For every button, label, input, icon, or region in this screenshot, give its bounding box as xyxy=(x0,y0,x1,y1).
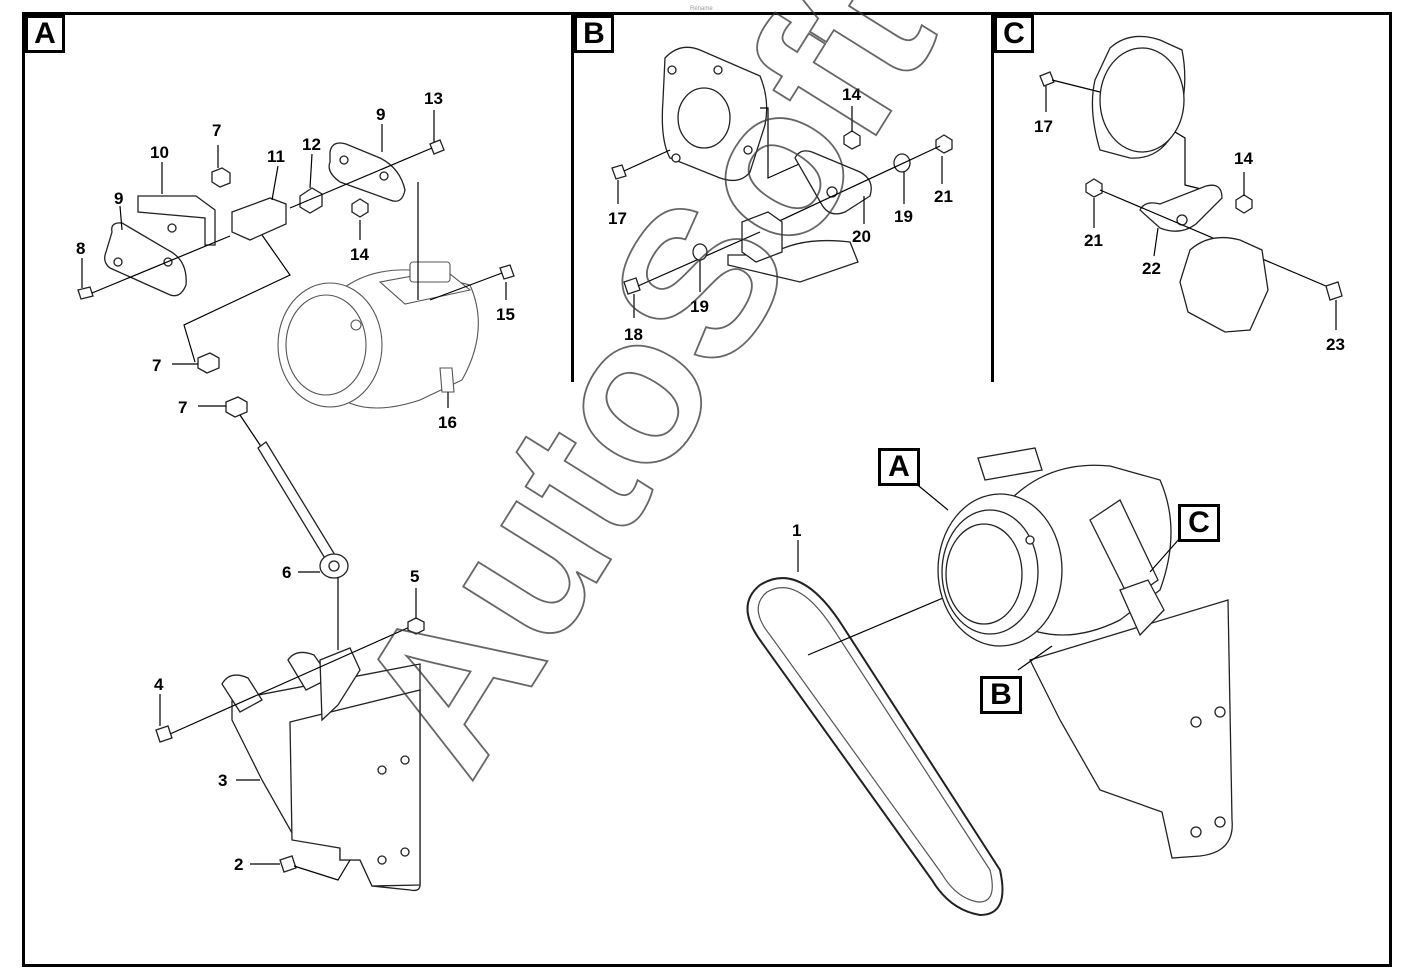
label-part-19: 19 xyxy=(690,297,709,316)
label-part-16: 16 xyxy=(438,413,457,432)
label-part-5: 5 xyxy=(410,567,419,586)
part-belt-1 xyxy=(746,577,1004,917)
part-nut-14-c xyxy=(1235,194,1253,214)
part-rod-6 xyxy=(257,441,336,561)
part-bracket-10 xyxy=(137,195,216,246)
part-bracket-20 xyxy=(794,150,872,215)
label-part-22: 22 xyxy=(1142,259,1161,278)
overview-tag-b: B xyxy=(980,676,1022,714)
part-bolt-17-c xyxy=(1039,71,1055,87)
part-nut-14 xyxy=(351,198,369,218)
part-washer-19-top xyxy=(893,153,911,173)
label-part-20: 20 xyxy=(852,227,871,246)
label-part-14: 14 xyxy=(350,245,369,264)
part-bolt-8 xyxy=(77,286,94,300)
panel-c-drawing xyxy=(1039,35,1343,333)
overview-tag-a: A xyxy=(878,448,920,486)
label-part-9: 9 xyxy=(376,105,385,124)
panel-b xyxy=(571,12,994,385)
label-part-14: 14 xyxy=(1234,149,1253,168)
part-spacer-7-low xyxy=(225,396,248,418)
part-compressor-16 xyxy=(277,261,479,409)
label-part-7: 7 xyxy=(152,356,161,375)
label-part-8: 8 xyxy=(76,239,85,258)
part-spacer-7-mid xyxy=(197,352,220,374)
panel-a-drawing xyxy=(77,139,515,892)
part-bracket-3 xyxy=(221,647,421,892)
label-part-1: 1 xyxy=(792,521,801,540)
header-text: Rename xyxy=(690,6,713,12)
label-part-21: 21 xyxy=(934,187,953,206)
label-part-21: 21 xyxy=(1084,231,1103,250)
label-part-2: 2 xyxy=(234,855,243,874)
part-spacer-7-top xyxy=(211,167,231,188)
part-bolt-23 xyxy=(1325,281,1343,301)
label-part-11: 11 xyxy=(267,147,285,166)
part-bushing-12 xyxy=(299,187,323,214)
label-part-17: 17 xyxy=(1034,117,1053,136)
part-bolt-13 xyxy=(429,139,445,155)
panel-tag-b: B xyxy=(574,15,614,53)
label-part-10: 10 xyxy=(150,143,169,162)
panel-c xyxy=(991,12,1392,385)
label-part-4: 4 xyxy=(154,675,164,694)
panel-tag-a: A xyxy=(25,15,65,53)
part-nut-21-b xyxy=(935,134,953,154)
panel-tag-c: C xyxy=(994,15,1034,53)
label-part-23: 23 xyxy=(1326,335,1345,354)
part-bolt-17-b xyxy=(611,164,627,180)
part-bracket-9-right xyxy=(328,142,406,202)
part-bolt-18 xyxy=(623,277,641,295)
label-part-17: 17 xyxy=(608,209,627,228)
label-part-15: 15 xyxy=(496,305,515,324)
label-part-7: 7 xyxy=(178,398,187,417)
overview-drawing xyxy=(746,447,1233,917)
part-bolt-4 xyxy=(155,725,173,743)
label-part-18: 18 xyxy=(624,325,643,344)
part-support-c xyxy=(1179,236,1269,333)
label-part-9: 9 xyxy=(114,189,123,208)
label-part-13: 13 xyxy=(424,89,443,108)
label-part-6: 6 xyxy=(282,563,291,582)
part-bolt-2 xyxy=(279,855,297,873)
panel-b-drawing xyxy=(611,46,953,295)
label-part-3: 3 xyxy=(218,771,227,790)
label-part-14: 14 xyxy=(842,85,861,104)
overview-tag-c: C xyxy=(1178,504,1220,542)
part-block-11 xyxy=(231,197,287,241)
part-bracket-22 xyxy=(1139,184,1223,232)
part-nut-21-c xyxy=(1085,178,1103,198)
label-part-7: 7 xyxy=(212,121,221,140)
part-bolt-15 xyxy=(499,264,515,280)
part-mount-bracket xyxy=(1029,599,1233,859)
part-bracket-9-left xyxy=(104,222,187,297)
label-part-12: 12 xyxy=(302,135,321,154)
label-part-19: 19 xyxy=(894,207,913,226)
